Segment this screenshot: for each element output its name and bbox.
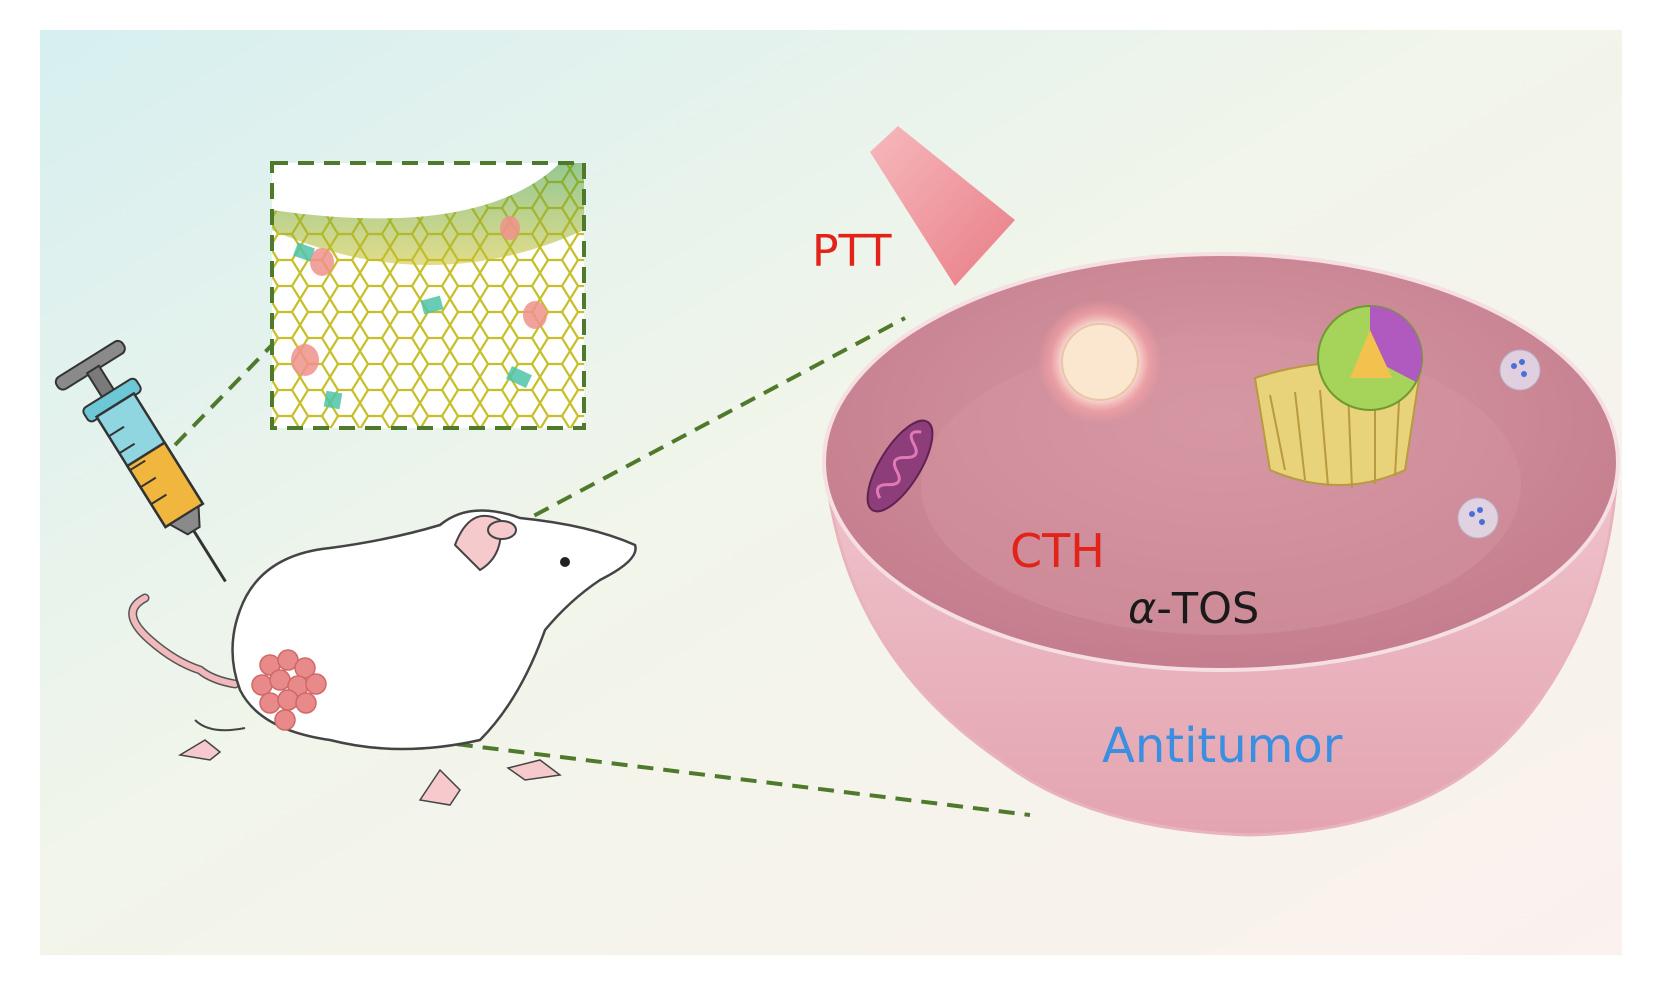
mouse-icon xyxy=(128,509,637,806)
nucleus-icon xyxy=(1317,305,1423,411)
mitochondria-icon xyxy=(866,419,934,513)
lipid-droplet-icon xyxy=(1038,300,1162,424)
tos-text: -TOS xyxy=(1156,584,1260,634)
drug-particle xyxy=(291,216,547,376)
vesicle-icon xyxy=(1457,349,1541,539)
tos-label: α-TOS xyxy=(1128,584,1259,634)
antitumor-label: Antitumor xyxy=(1102,718,1343,774)
tumor-icon xyxy=(251,649,327,731)
alpha-symbol: α xyxy=(1128,584,1157,634)
nanosheet-inset xyxy=(270,161,586,430)
cth-label: CTH xyxy=(1010,524,1105,578)
ptt-label: PTT xyxy=(812,226,892,277)
syringe-icon xyxy=(54,339,227,583)
drug-particle-teal xyxy=(293,242,532,410)
laser-icon xyxy=(870,126,1015,286)
